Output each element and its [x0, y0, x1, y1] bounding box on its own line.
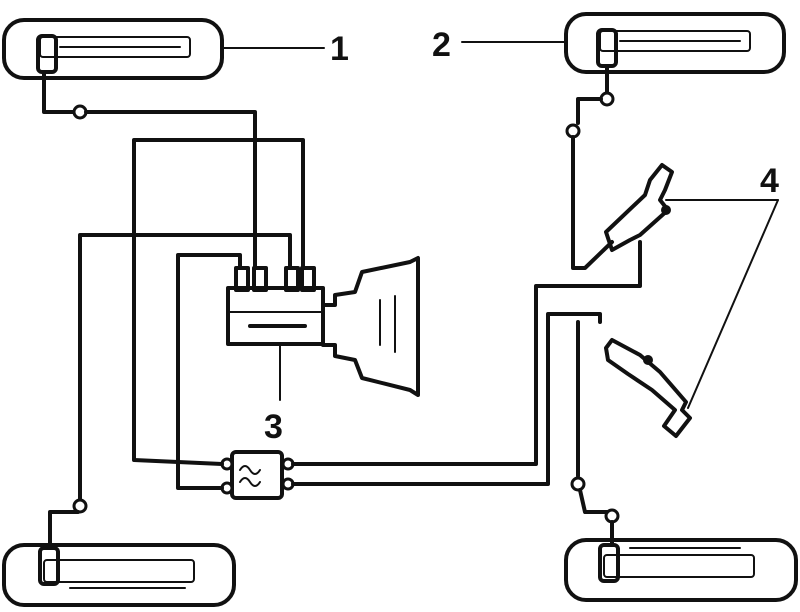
callout-2: 2: [432, 26, 567, 64]
wheel-front-right: [564, 12, 786, 74]
callout-number-4: 4: [760, 162, 779, 200]
caliper-lower: [604, 338, 692, 438]
callout-4: 4: [665, 162, 779, 409]
master-cylinder: [226, 266, 325, 346]
callout-3: 3: [264, 343, 283, 446]
callout-number-2: 2: [432, 26, 451, 64]
wheel-rear-right: [564, 538, 798, 602]
wheel-rear-left: [2, 543, 236, 607]
wheel-front-left: [2, 18, 224, 80]
callout-number-1: 1: [330, 30, 349, 68]
caliper-upper: [604, 163, 674, 252]
callout-1: 1: [221, 30, 349, 68]
pressure-regulator: [220, 450, 295, 500]
brake-booster: [321, 256, 420, 397]
callout-number-3: 3: [264, 408, 283, 446]
brake-lines: [42, 64, 642, 550]
